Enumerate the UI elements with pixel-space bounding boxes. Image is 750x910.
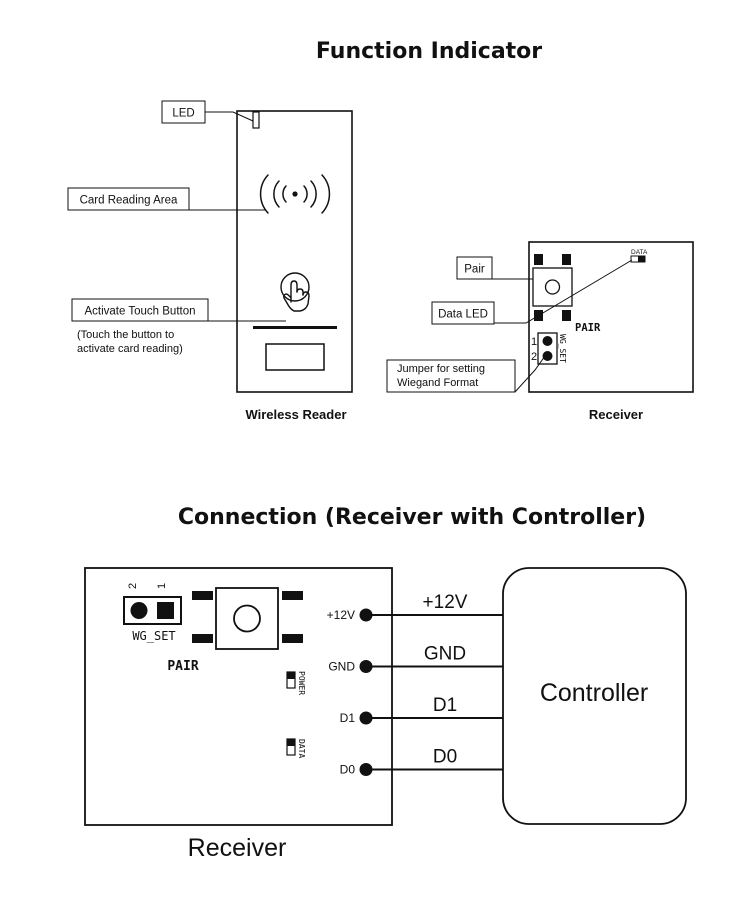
jumper-pin [542,351,553,361]
rfid-wave-icon [259,174,331,214]
reader-divider [253,326,337,329]
touch-callout: Activate Touch Button [84,306,195,318]
led-callout: LED [172,108,194,120]
card-area-callout: Card Reading Area [80,195,178,207]
pair-button-circle [544,279,561,295]
jumper-pin [542,336,553,346]
power-led-fill [287,672,295,679]
jumper-pin2-label: 2 [531,351,537,363]
pair-button-large [215,587,279,650]
receiver-small-body [528,241,694,393]
data-led-large-fill [287,739,295,746]
pair-marking: PAIR [575,322,601,334]
wire-label: D1 [433,695,457,716]
power-marking: POWER [297,671,306,695]
pair-button [532,267,573,307]
wireless-reader [236,110,353,393]
data-led-fill [638,256,645,262]
pair-button-pad [534,254,543,265]
function-indicator-title: Function Indicator [316,39,542,64]
wire-label: D0 [433,747,457,768]
pair-callout-box [456,256,493,280]
controller-box [502,567,687,825]
touch-hand-icon [280,272,310,312]
controller-label: Controller [540,679,648,707]
jumper-pin1-label: 1 [531,336,537,348]
terminal-label: +12V [327,608,355,622]
reader-led [252,111,260,129]
jumper-callout-line2: Wiegand Format [397,377,478,389]
terminal-label: D1 [340,711,356,725]
touch-note-line2: activate card reading) [77,343,183,355]
reader-caption: Wireless Reader [245,407,346,422]
pair-pad-large [282,634,303,643]
jumper-pin2-label-large: 2 [127,583,139,589]
jumper-pin1-label-large: 1 [156,583,168,589]
jumper-callout-line1: Jumper for setting [397,363,485,375]
touch-note-line1: (Touch the button to [77,329,174,341]
pair-label-large: PAIR [167,659,198,674]
card-area-callout-box [67,187,190,211]
data-led-callout: Data LED [438,309,488,321]
wg-set-marking: WG_SET [558,334,567,363]
pair-button-circle-large [233,604,261,633]
receiver-small-caption: Receiver [589,407,643,422]
pair-callout: Pair [464,264,485,276]
jumper-pin-large [130,602,148,619]
jumper-pin-large [157,602,174,619]
jumper-leader-line [514,355,546,393]
data-marking-large: DATA [297,739,306,758]
pair-pad-large [192,591,213,600]
pair-button-pad [562,254,571,265]
receiver-small: PAIR DATA 1 2 WG_SET [528,241,694,393]
data-led-callout-box [431,301,495,325]
terminal-label: GND [328,660,355,674]
jumper-label-large: WG_SET [132,629,175,643]
data-led-leader-line [494,259,633,324]
jumper-callout-box [386,359,516,393]
receiver-board: 2 1 WG_SET PAIR POWER DATA [84,567,393,826]
terminal-label: D0 [340,763,356,777]
pair-button-pad [562,310,571,321]
wire-label: GND [424,644,466,665]
touch-callout-box [71,298,209,322]
reader-window [265,343,325,371]
wire-label: +12V [423,592,468,613]
data-led-marking: DATA [631,249,648,256]
led-leader-line [205,111,254,122]
receiver-board-caption: Receiver [188,834,287,862]
pair-pad-large [192,634,213,643]
connection-title: Connection (Receiver with Controller) [178,505,646,530]
pair-pad-large [282,591,303,600]
